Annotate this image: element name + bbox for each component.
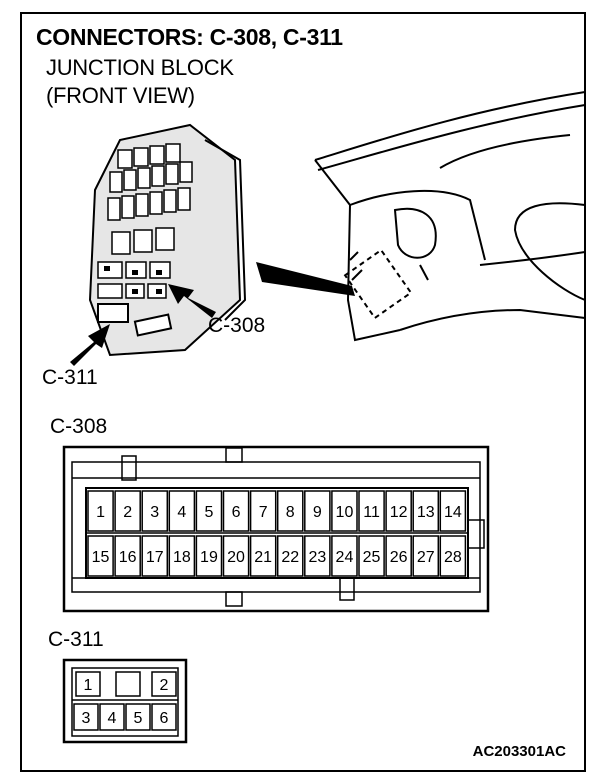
c308-pin-19: 19 (200, 549, 218, 566)
subtitle-front-view: (FRONT VIEW) (46, 83, 195, 108)
c308-pin-17: 17 (146, 549, 164, 566)
c308-pin-23-cell (304, 535, 331, 577)
c308-pin-25-cell (358, 535, 385, 577)
c308-pin-25: 25 (363, 549, 381, 566)
diagram-title: CONNECTORS: C-308, C-311 (36, 24, 343, 50)
c308-pin-21: 21 (254, 549, 272, 566)
c308-label: C-308 (50, 415, 108, 438)
c311-pin-2: 2 (160, 677, 169, 694)
c308-pin-4: 4 (177, 504, 186, 521)
c308-pin-6: 6 (232, 504, 241, 521)
c311-pin-1-cell (75, 671, 101, 697)
c308-pin-19-cell (195, 535, 223, 577)
figure-code: AC203301AC (472, 743, 566, 760)
c311-pin-3-cell (73, 703, 99, 731)
c308-pin-7: 7 (259, 504, 268, 521)
c308-pin-20: 20 (227, 549, 245, 566)
c308-pin-24-cell (331, 535, 358, 577)
callout-c308: C-308 (208, 314, 266, 337)
c308-pin-11: 11 (363, 504, 380, 521)
location-dashed-box (343, 248, 413, 320)
c311-connector-body (62, 658, 188, 744)
c308-pin-3: 3 (150, 504, 159, 521)
c308-pin-10: 10 (336, 504, 354, 521)
c308-pin-9-cell (304, 490, 331, 532)
c308-pin-15: 15 (92, 549, 110, 566)
c311-pin-2-cell (151, 671, 177, 697)
c311-pin-4-cell (99, 703, 125, 731)
c311-pin-6: 6 (160, 710, 169, 727)
c308-pin-18: 18 (173, 549, 191, 566)
c308-pin-11-cell (358, 490, 385, 532)
c311-arrow (70, 324, 110, 366)
c308-pin-21-cell (249, 535, 277, 577)
c308-pin-6-cell (222, 490, 250, 532)
c308-pin-5-cell (195, 490, 223, 532)
c308-pin-22: 22 (281, 549, 299, 566)
c308-pin-1-cell (87, 490, 114, 532)
c308-pin-22-cell (276, 535, 304, 577)
c308-pin-12: 12 (390, 504, 408, 521)
c308-pin-1: 1 (96, 504, 105, 521)
c308-pin-20-cell (222, 535, 250, 577)
c308-pin-18-cell (168, 535, 196, 577)
c311-pin-3: 3 (82, 710, 91, 727)
c308-pin-24: 24 (336, 549, 354, 566)
c311-key-slot-cell (115, 671, 141, 697)
c311-label: C-311 (48, 628, 104, 651)
c308-pin-2: 2 (123, 504, 132, 521)
diagram-frame (20, 12, 586, 772)
c308-pin-8: 8 (286, 504, 295, 521)
c308-pin-13-cell (412, 490, 440, 532)
c308-pin-15-cell (87, 535, 114, 577)
c308-pin-16: 16 (119, 549, 137, 566)
c308-pin-3-cell (141, 490, 169, 532)
c308-pin-28: 28 (444, 549, 462, 566)
c308-pin-23: 23 (308, 549, 326, 566)
c308-pin-9: 9 (313, 504, 322, 521)
c308-pin-13: 13 (417, 504, 435, 521)
c308-pin-14: 14 (444, 504, 462, 521)
c308-pin-4-cell (168, 490, 196, 532)
c308-pin-27-cell (412, 535, 440, 577)
c311-pin-5: 5 (134, 710, 143, 727)
c311-pin-5-cell (125, 703, 151, 731)
c308-pin-7-cell (249, 490, 277, 532)
c308-pin-10-cell (331, 490, 358, 532)
c308-pin-27: 27 (417, 549, 435, 566)
callout-c311: C-311 (42, 366, 98, 389)
c308-pin-16-cell (114, 535, 141, 577)
location-pointer (256, 262, 355, 296)
c308-pin-28-cell (439, 535, 467, 577)
c308-pin-26: 26 (390, 549, 408, 566)
c308-pin-14-cell (439, 490, 467, 532)
c311-pin-4: 4 (108, 710, 117, 727)
c308-pin-5: 5 (204, 504, 213, 521)
c308-pin-26-cell (385, 535, 412, 577)
c311-pin-1: 1 (84, 677, 93, 694)
c308-pin-8-cell (276, 490, 304, 532)
subtitle-junction-block: JUNCTION BLOCK (46, 55, 234, 80)
junction-block-drawing (88, 123, 247, 357)
c308-pin-2-cell (114, 490, 141, 532)
c308-pin-12-cell (385, 490, 412, 532)
c308-arrow (168, 284, 216, 318)
c311-pin-6-cell (151, 703, 177, 731)
dashboard-drawing (314, 91, 586, 342)
c308-pin-17-cell (141, 535, 169, 577)
